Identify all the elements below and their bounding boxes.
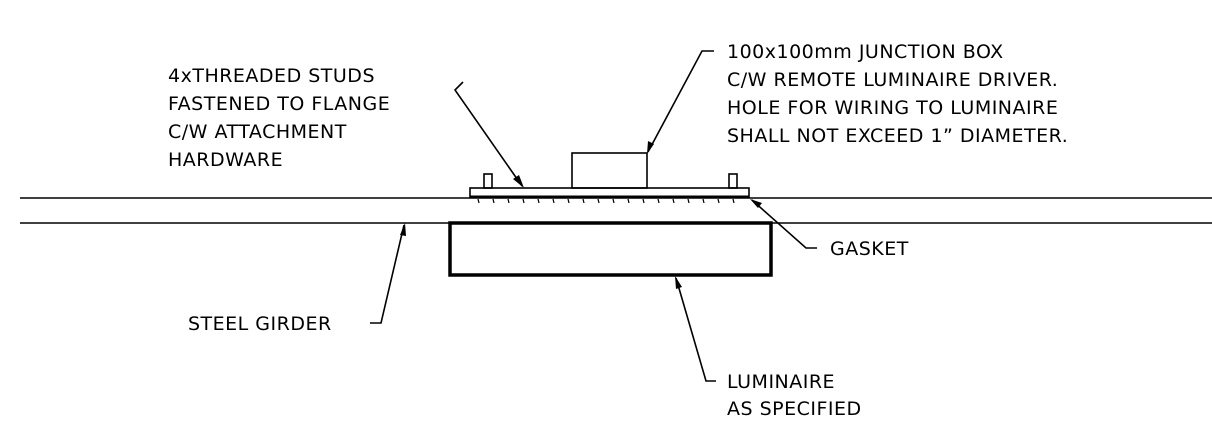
girder-leader bbox=[370, 224, 405, 324]
mounting-plate bbox=[469, 187, 750, 204]
junction-box-label-line: 100x100mm JUNCTION BOX bbox=[727, 41, 1004, 63]
leader-lines bbox=[370, 50, 817, 382]
gasket-arrow-icon bbox=[750, 199, 762, 208]
studs-label-line: 4xTHREADED STUDS bbox=[168, 65, 375, 87]
girder-label: STEEL GIRDER bbox=[188, 313, 332, 335]
luminaire-leader bbox=[675, 277, 716, 382]
junction-box-arrow-icon bbox=[647, 141, 654, 154]
luminaire bbox=[448, 221, 773, 277]
threaded-studs bbox=[483, 173, 738, 189]
stud-right bbox=[728, 173, 738, 189]
studs-label: 4xTHREADED STUDS FASTENED TO FLANGE C/W … bbox=[168, 65, 390, 171]
girder-arrow-icon bbox=[400, 223, 406, 236]
studs-label-line: C/W ATTACHMENT bbox=[168, 121, 347, 143]
steel-girder bbox=[20, 197, 1212, 224]
studs-arrow-icon bbox=[513, 175, 524, 188]
gasket-label: GASKET bbox=[830, 238, 909, 260]
arrowheads bbox=[400, 141, 762, 289]
gasket-hatch bbox=[477, 198, 735, 204]
luminaire-arrow-icon bbox=[675, 276, 682, 289]
luminaire-label: LUMINAIRE AS SPECIFIED bbox=[727, 371, 862, 420]
gasket-leader bbox=[751, 199, 817, 249]
stud-left bbox=[483, 173, 493, 189]
studs-leader bbox=[453, 81, 523, 187]
junction-box-label-line: HOLE FOR WIRING TO LUMINAIRE bbox=[727, 97, 1058, 119]
junction-box-leader bbox=[647, 50, 714, 153]
studs-label-line: FASTENED TO FLANGE bbox=[168, 93, 390, 115]
junction-box-label-line: C/W REMOTE LUMINAIRE DRIVER. bbox=[727, 69, 1058, 91]
junction-box bbox=[571, 152, 648, 189]
junction-box-label: 100x100mm JUNCTION BOX C/W REMOTE LUMINA… bbox=[727, 41, 1068, 147]
studs-label-line: HARDWARE bbox=[168, 149, 283, 171]
luminaire-label-line: AS SPECIFIED bbox=[727, 398, 862, 420]
junction-box-label-line: SHALL NOT EXCEED 1” DIAMETER. bbox=[727, 125, 1068, 147]
luminaire-label-line: LUMINAIRE bbox=[727, 371, 835, 393]
